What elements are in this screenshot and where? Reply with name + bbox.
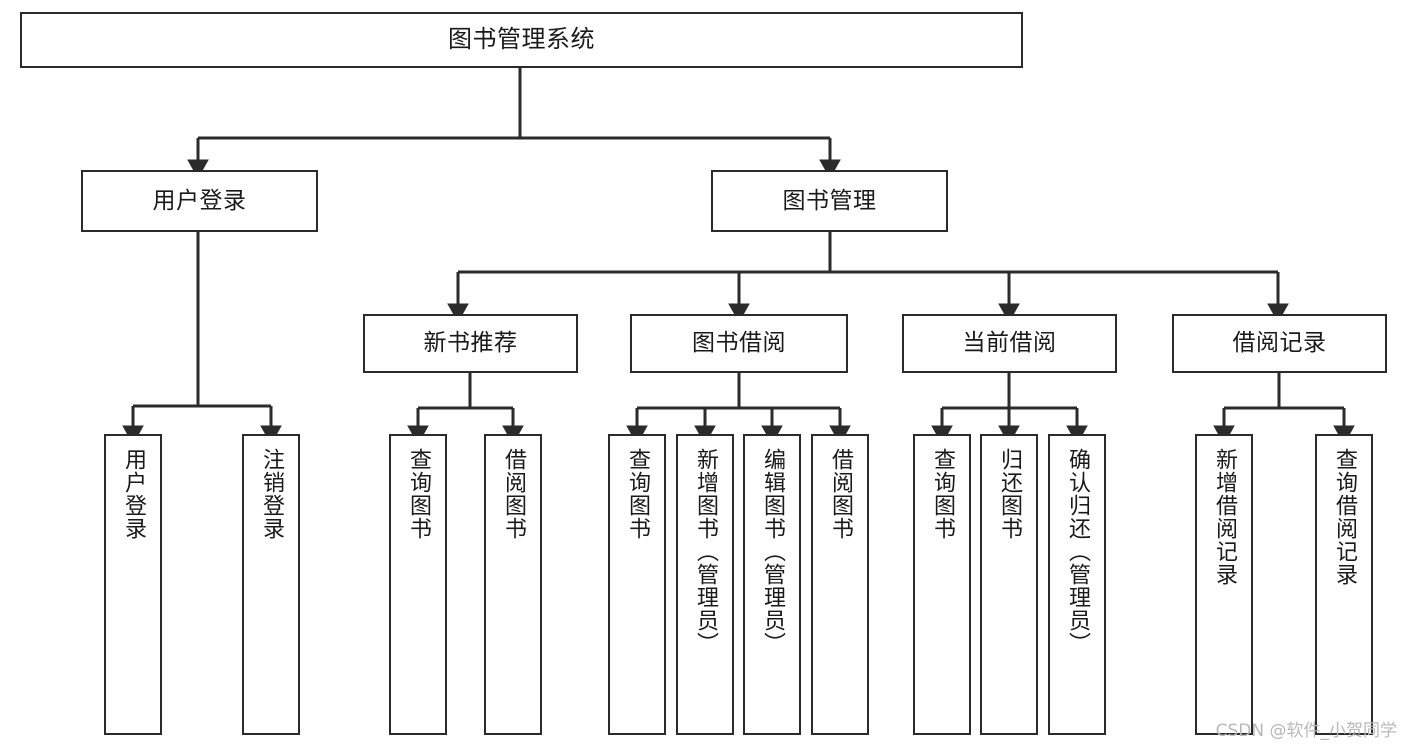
- node-label: 用户登录: [120, 448, 146, 540]
- node-label: 编辑图书（管理员）: [759, 448, 785, 655]
- node-label: 查询图书: [624, 448, 650, 540]
- node-label: 图书管理系统: [448, 25, 595, 54]
- node-label: 查询图书: [929, 448, 955, 540]
- leaf-current-confirm-return-admin[interactable]: 确认归还（管理员）: [1048, 434, 1106, 735]
- node-new-book-recommend[interactable]: 新书推荐: [363, 314, 578, 373]
- node-label: 查询借阅记录: [1331, 448, 1357, 586]
- node-label: 借阅图书: [827, 448, 853, 540]
- node-book-management[interactable]: 图书管理: [711, 170, 948, 232]
- node-borrow-record[interactable]: 借阅记录: [1172, 314, 1387, 373]
- leaf-borrow-add-book-admin[interactable]: 新增图书（管理员）: [676, 434, 734, 735]
- leaf-user-login[interactable]: 用户登录: [104, 434, 162, 735]
- node-label: 图书管理: [782, 187, 877, 214]
- leaf-borrow-query-book[interactable]: 查询图书: [608, 434, 666, 735]
- leaf-record-query-borrow-record[interactable]: 查询借阅记录: [1315, 434, 1373, 735]
- leaf-recommend-borrow-book[interactable]: 借阅图书: [484, 434, 542, 735]
- node-label: 图书借阅: [692, 330, 786, 357]
- node-root-system[interactable]: 图书管理系统: [20, 12, 1023, 68]
- leaf-recommend-query-book[interactable]: 查询图书: [389, 434, 447, 735]
- leaf-current-return-book[interactable]: 归还图书: [980, 434, 1038, 735]
- node-label: 借阅图书: [500, 448, 526, 540]
- node-label: 确认归还（管理员）: [1064, 448, 1090, 655]
- node-label: 注销登录: [258, 448, 284, 540]
- node-label: 新增借阅记录: [1211, 448, 1237, 586]
- leaf-borrow-edit-book-admin[interactable]: 编辑图书（管理员）: [743, 434, 801, 735]
- node-label: 借阅记录: [1232, 330, 1327, 357]
- node-label: 新书推荐: [423, 330, 518, 357]
- node-current-borrow[interactable]: 当前借阅: [902, 314, 1117, 373]
- leaf-user-logout[interactable]: 注销登录: [242, 434, 300, 735]
- node-book-borrow[interactable]: 图书借阅: [630, 314, 848, 373]
- watermark: CSDN @软件_小贺同学: [1215, 721, 1397, 741]
- node-label: 用户登录: [152, 187, 247, 214]
- leaf-current-query-book[interactable]: 查询图书: [913, 434, 971, 735]
- leaf-borrow-borrow-book[interactable]: 借阅图书: [811, 434, 869, 735]
- node-label: 当前借阅: [962, 330, 1057, 357]
- node-label: 归还图书: [996, 448, 1022, 540]
- leaf-record-add-borrow-record[interactable]: 新增借阅记录: [1195, 434, 1253, 735]
- node-user-login[interactable]: 用户登录: [81, 170, 318, 232]
- node-label: 查询图书: [405, 448, 431, 540]
- node-label: 新增图书（管理员）: [692, 448, 718, 655]
